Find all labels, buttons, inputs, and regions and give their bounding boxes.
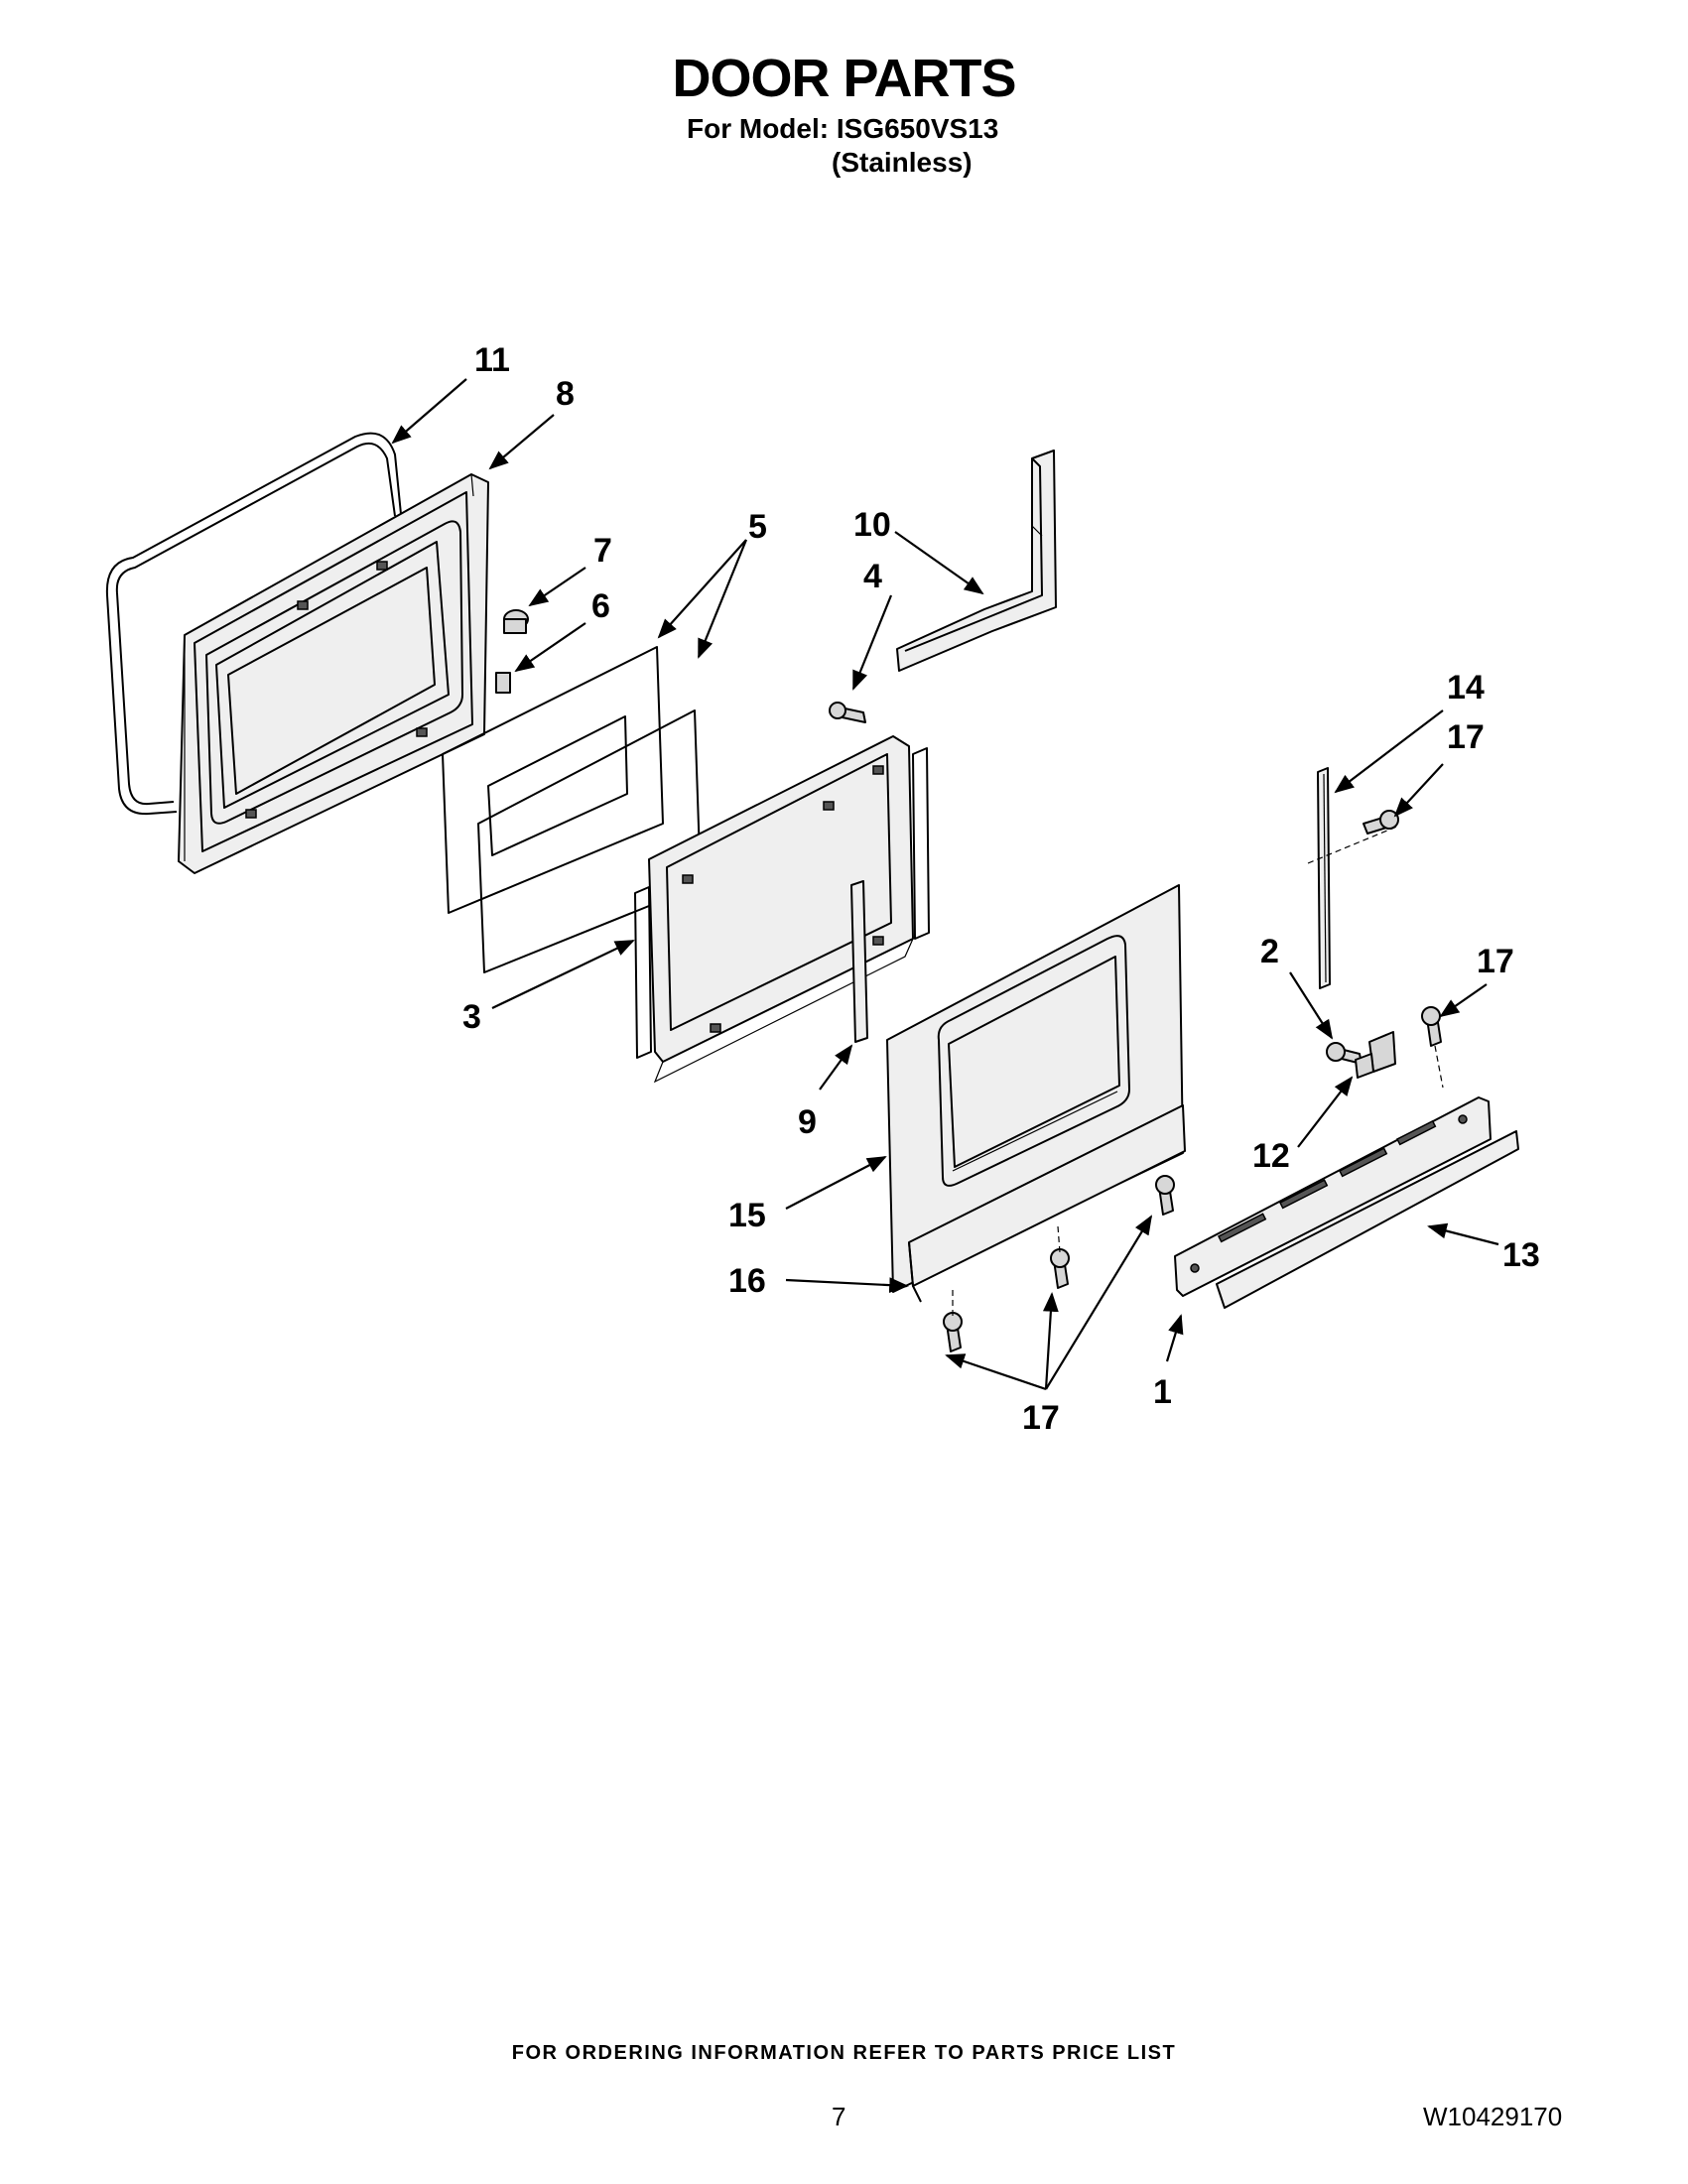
vent-rail-part	[1174, 1096, 1519, 1309]
callout-16: 16	[728, 1262, 766, 1300]
door-channel-part	[896, 450, 1057, 672]
vent-strip-part	[1317, 767, 1331, 989]
callout-1: 1	[1153, 1373, 1172, 1411]
page-number: 7	[832, 2102, 846, 2131]
ordering-note: FOR ORDERING INFORMATION REFER TO PARTS …	[511, 2042, 1177, 2064]
callout-17: 17	[1022, 1399, 1060, 1437]
side-trim-part	[850, 880, 868, 1043]
callout-9: 9	[798, 1103, 817, 1141]
callout-7: 7	[593, 532, 612, 570]
callout-4: 4	[863, 558, 882, 595]
callout-17: 17	[1447, 718, 1485, 756]
callout-11: 11	[474, 341, 510, 379]
door-gasket-part	[105, 432, 402, 816]
callout-15: 15	[728, 1197, 766, 1234]
callout-2: 2	[1260, 933, 1279, 970]
callout-17: 17	[1477, 943, 1514, 980]
clip-part	[495, 672, 511, 694]
callout-5: 5	[748, 508, 767, 546]
document-number: W10429170	[1423, 2102, 1563, 2131]
leader-lines	[391, 378, 1499, 1391]
screw-part	[943, 810, 1442, 1352]
bumper-part	[503, 609, 529, 634]
bracket-part	[1355, 1031, 1396, 1079]
callout-14: 14	[1447, 669, 1485, 707]
screw-part	[829, 702, 866, 723]
callout-12: 12	[1252, 1137, 1290, 1175]
callout-10: 10	[853, 506, 891, 544]
callout-3: 3	[462, 998, 481, 1036]
variant-line: (Stainless)	[832, 147, 973, 178]
model-line: For Model: ISG650VS13	[687, 113, 999, 144]
bottom-trim-part	[908, 1104, 1186, 1303]
page-title: DOOR PARTS	[672, 49, 1016, 108]
callout-8: 8	[556, 375, 575, 413]
callout-6: 6	[591, 587, 610, 625]
door-frame-part	[634, 735, 930, 1084]
callout-13: 13	[1502, 1236, 1540, 1274]
callout-labels: 11 8 7 6 5 10 4 3 9 15 16 14 17 2 17 12 …	[462, 341, 1540, 1437]
inner-door-liner-part	[178, 473, 489, 874]
